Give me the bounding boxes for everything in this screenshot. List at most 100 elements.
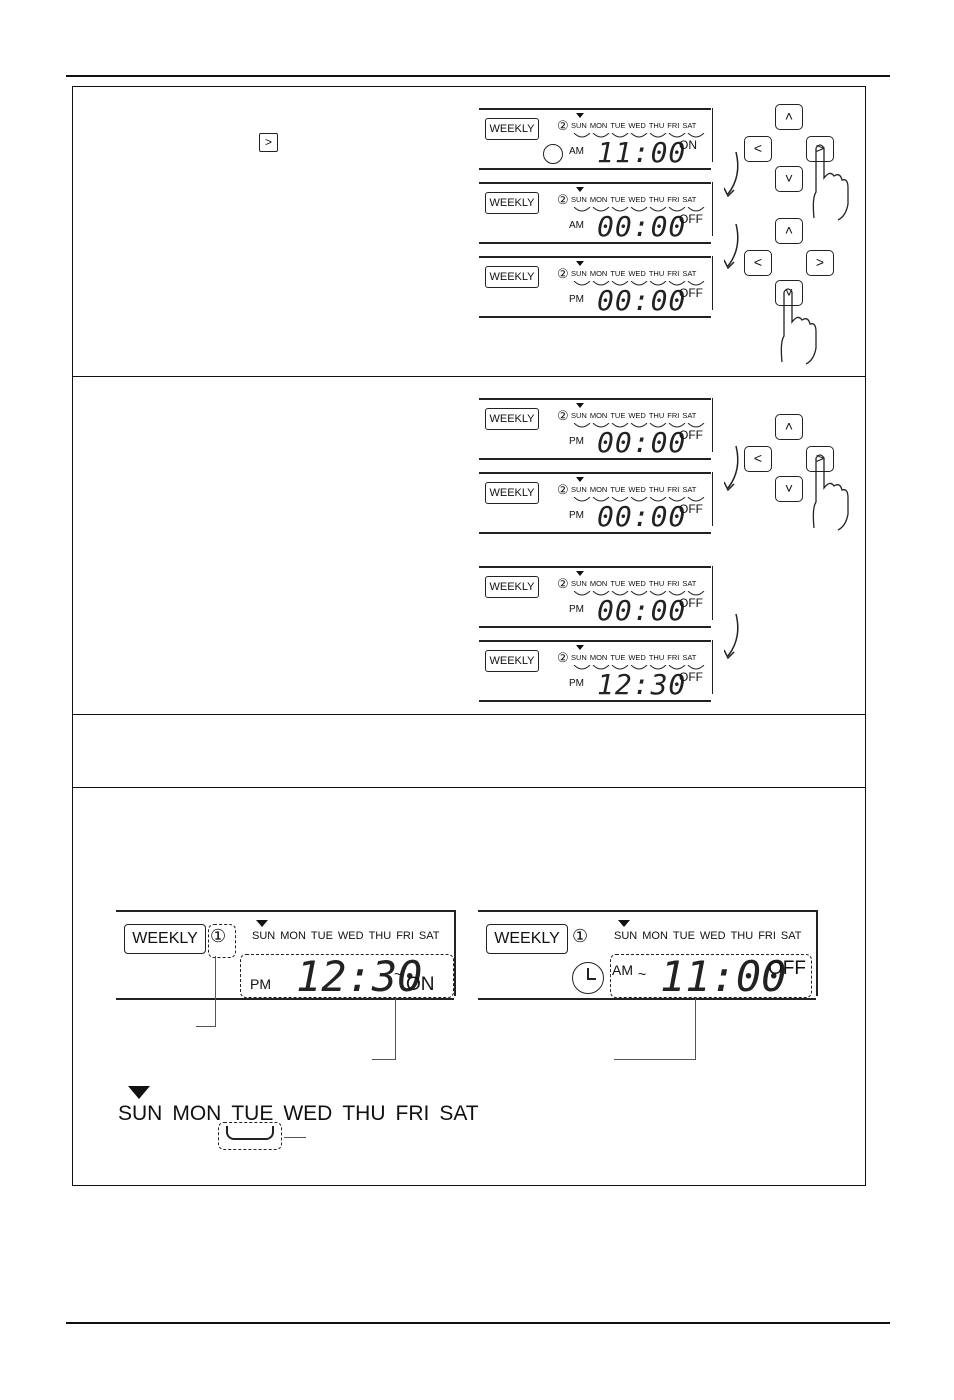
right-key[interactable]: > — [806, 250, 834, 276]
program-number-highlight — [208, 924, 236, 958]
top-rule — [66, 75, 890, 77]
on-off-state: OFF — [679, 502, 703, 516]
section-divider-1 — [72, 376, 866, 377]
ampm-label: PM — [569, 604, 584, 615]
weekly-label: WEEKLY — [485, 266, 539, 288]
curved-arrow-icon — [724, 223, 739, 270]
day-brackets — [573, 423, 705, 428]
day-bar — [226, 1126, 274, 1140]
time-readout: 00:00 — [597, 594, 687, 627]
ampm-label: PM — [569, 510, 584, 521]
day-brackets — [573, 207, 705, 212]
time-readout: 00:00 — [597, 284, 687, 317]
day-indicator-arrow — [576, 113, 584, 118]
time-readout: 12:30 — [296, 952, 423, 1001]
weekly-label: WEEKLY — [485, 650, 539, 672]
on-off-state: OFF — [679, 596, 703, 610]
curved-arrow-icon — [724, 613, 739, 660]
on-off-state: ON — [679, 138, 697, 152]
left-key[interactable]: < — [744, 250, 772, 276]
program-number: ① — [210, 926, 227, 946]
leader-line — [284, 1137, 306, 1138]
right-arrow-button-icon: > — [259, 133, 278, 152]
weekly-label: WEEKLY — [485, 408, 539, 430]
leader-line — [196, 1026, 216, 1027]
right-key[interactable]: > — [806, 136, 834, 162]
ampm-label: AM — [569, 146, 584, 157]
down-key[interactable]: ˅ — [775, 280, 803, 306]
day-indicator-arrow — [576, 477, 584, 482]
program-number: ② — [557, 192, 569, 207]
down-key[interactable]: ˅ — [775, 476, 803, 502]
curved-arrow-icon — [724, 151, 739, 198]
ampm-label: PM — [250, 976, 271, 992]
time-readout: 12:30 — [597, 668, 687, 701]
day-brackets — [573, 665, 705, 670]
time-readout: 00:00 — [597, 426, 687, 459]
ampm-label: AM — [612, 962, 633, 978]
section-divider-3 — [72, 787, 866, 788]
finger-press-icon — [812, 454, 849, 531]
bottom-day-arrow — [128, 1086, 150, 1099]
content-frame — [72, 86, 866, 1186]
day-brackets — [573, 497, 705, 502]
program-number: ① — [572, 926, 589, 946]
day-brackets — [573, 281, 705, 286]
on-off-state: OFF — [679, 212, 703, 226]
bottom-rule — [66, 1322, 890, 1324]
finger-press-icon — [780, 288, 817, 365]
right-key[interactable]: > — [806, 446, 834, 472]
program-number: ② — [557, 482, 569, 497]
ampm-label: PM — [569, 436, 584, 447]
down-key[interactable]: ˅ — [775, 166, 803, 192]
time-readout: 11:00 — [597, 136, 687, 169]
ampm-label: PM — [569, 678, 584, 689]
day-brackets — [573, 591, 705, 596]
day-bar-highlight — [218, 1122, 282, 1150]
finger-press-icon — [812, 144, 849, 221]
on-off-state: OFF — [679, 428, 703, 442]
program-number: ② — [557, 576, 569, 591]
time-readout: 11:00 — [660, 952, 787, 1001]
weekly-label: WEEKLY — [485, 192, 539, 214]
weekly-label: WEEKLY — [124, 924, 206, 954]
weekly-label: WEEKLY — [485, 576, 539, 598]
leader-line — [614, 1059, 696, 1060]
day-indicator-arrow — [256, 920, 268, 927]
program-number: ② — [557, 408, 569, 423]
time-highlight — [240, 954, 454, 998]
ampm-label: AM — [569, 220, 584, 231]
day-indicator-arrow — [618, 920, 630, 927]
tilde-mark: ~ — [394, 966, 403, 982]
left-key[interactable]: < — [744, 136, 772, 162]
up-key[interactable]: ˄ — [775, 104, 803, 130]
program-number: ② — [557, 118, 569, 133]
section-divider-2 — [72, 714, 866, 715]
day-indicator-arrow — [576, 261, 584, 266]
time-readout: 00:00 — [597, 210, 687, 243]
clock-icon — [572, 962, 604, 994]
up-key[interactable]: ˄ — [775, 414, 803, 440]
tilde-mark: ~ — [638, 966, 647, 982]
leader-line — [215, 956, 216, 1026]
up-key[interactable]: ˄ — [775, 218, 803, 244]
weekly-label: WEEKLY — [485, 118, 539, 140]
time-highlight — [610, 954, 812, 998]
day-indicator-arrow — [576, 571, 584, 576]
on-off-state: OFF — [679, 286, 703, 300]
left-key[interactable]: < — [744, 446, 772, 472]
